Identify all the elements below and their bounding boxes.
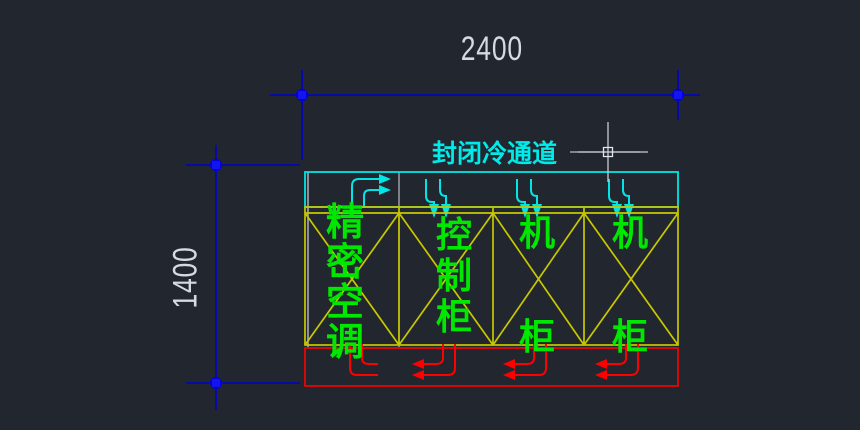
precision-ac-char-0: 精 <box>326 200 365 244</box>
control-cabinet-char-0: 控 <box>436 215 473 256</box>
return-airflow-group-1 <box>349 344 378 376</box>
precision-ac-char-2: 空 <box>326 280 365 324</box>
server-rack-2-char-0: 机 <box>612 213 649 254</box>
horizontal-dimension-line <box>270 70 700 160</box>
precision-ac-char-3: 调 <box>326 320 365 364</box>
cursor-pickbox <box>602 146 614 158</box>
precision-ac-char-1: 密 <box>326 240 365 284</box>
return-airflow-group-4 <box>595 344 639 380</box>
control-cabinet-char-1: 制 <box>436 256 473 297</box>
server-rack-1-label: 机 柜 <box>519 216 555 356</box>
crosshair-cursor[interactable] <box>578 122 648 182</box>
return-air-duct[interactable] <box>304 344 679 387</box>
precision-ac-label: 精 密 空 调 <box>326 203 364 363</box>
server-rack-2-char-1: 柜 <box>612 317 649 358</box>
cabinet-row[interactable] <box>304 206 679 346</box>
supply-airflow-group-1 <box>351 174 391 207</box>
control-cabinet-char-2: 柜 <box>436 297 473 338</box>
server-rack-2-label: 机 柜 <box>612 216 648 356</box>
server-rack-1-char-1: 柜 <box>519 317 556 358</box>
return-airflow-group-3 <box>503 344 547 380</box>
return-airflow-group-2 <box>412 344 456 380</box>
cold-aisle-label: 封闭冷通道 <box>432 139 558 168</box>
control-cabinet-label: 控 制 柜 <box>436 218 472 341</box>
vertical-dimension-line <box>186 145 300 410</box>
server-rack-1-char-0: 机 <box>519 213 556 254</box>
horizontal-dimension-value: 2400 <box>460 30 523 68</box>
